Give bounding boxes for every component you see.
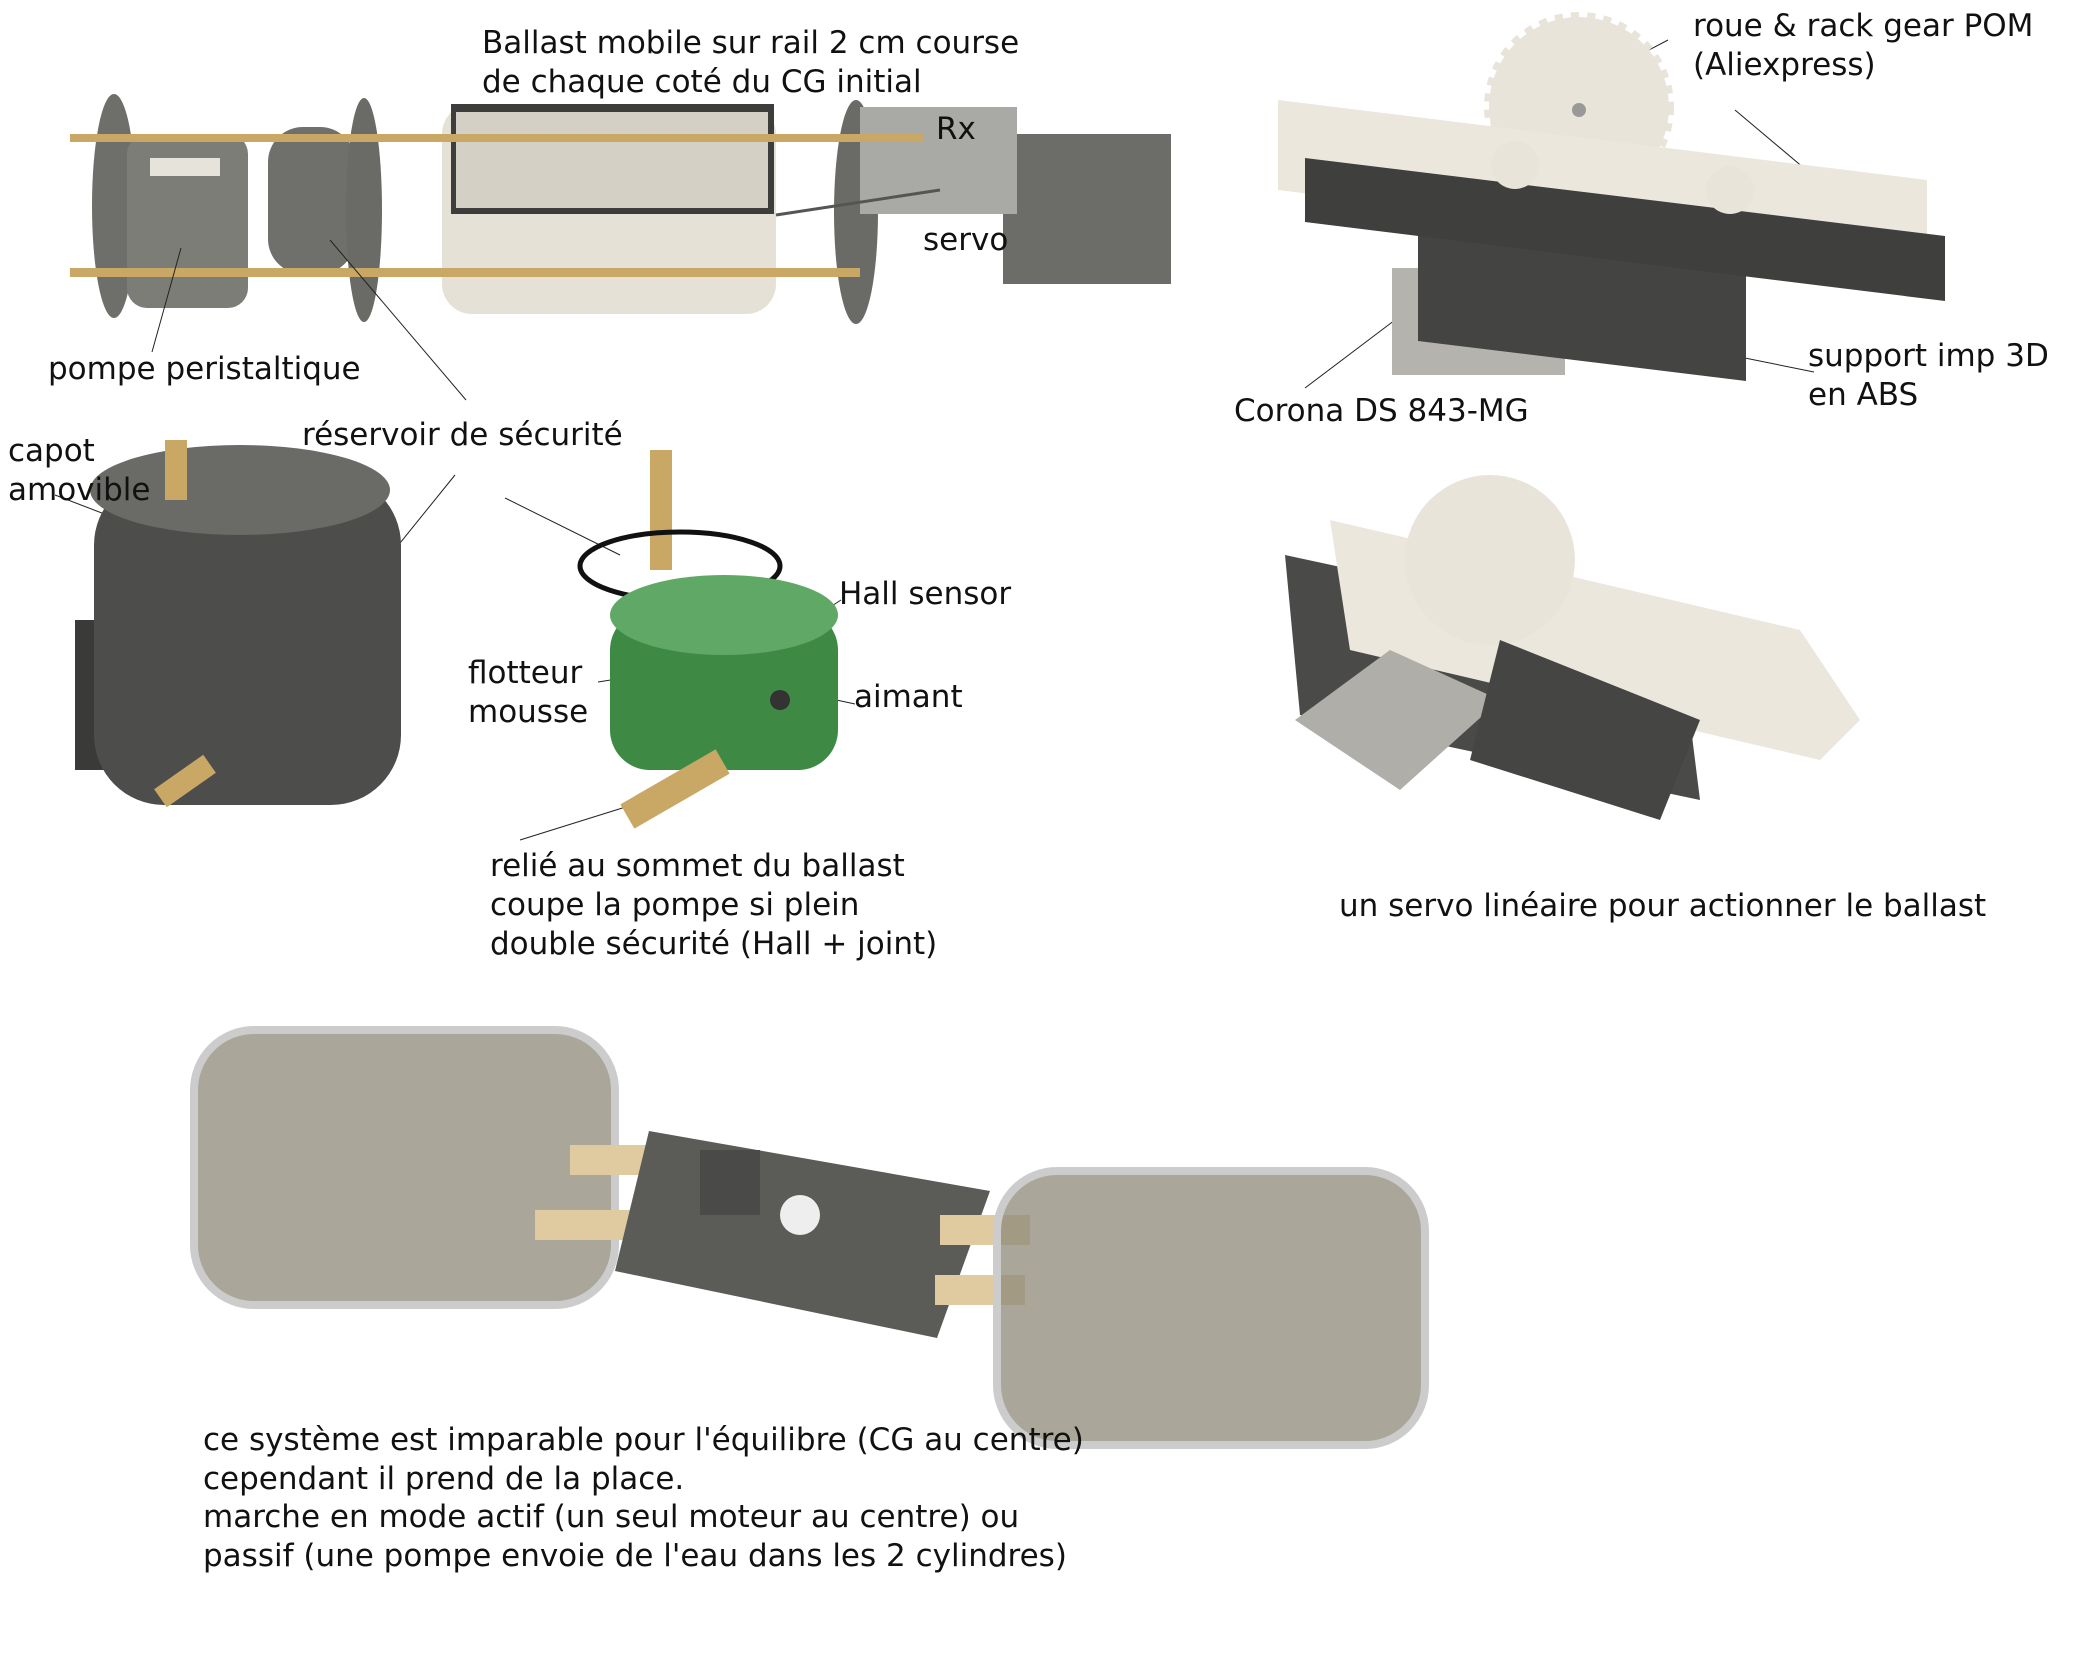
- gear: [1405, 475, 1575, 645]
- label-line: mousse: [468, 694, 589, 730]
- twin-cylinder-render: [190, 1026, 1429, 1449]
- label-reservoir: réservoir de sécurité: [302, 417, 623, 453]
- brass-rod-top: [70, 134, 923, 142]
- brass-rod-bottom: [70, 268, 860, 277]
- brass-fitting-top: [165, 440, 187, 500]
- label-servo-lineaire: un servo linéaire pour actionner le ball…: [1339, 888, 1987, 924]
- rack-support-bar: [1305, 158, 1945, 301]
- label-line: (Aliexpress): [1693, 47, 1876, 83]
- servo-block: [1295, 650, 1500, 790]
- label-line: coupe la pompe si plein: [490, 887, 860, 923]
- label-line: relié au sommet du ballast: [490, 848, 905, 884]
- label-line: flotteur: [468, 655, 583, 691]
- label-line: capot: [8, 433, 95, 469]
- brass-fitting-bottom: [154, 754, 216, 808]
- label-line: marche en mode actif (un seul moteur au …: [203, 1499, 1020, 1535]
- peristaltic-pump: [127, 134, 248, 308]
- label-systeme: ce système est imparable pour l'équilibr…: [203, 1421, 1084, 1575]
- left-cylinder: [190, 1026, 619, 1309]
- label-relie: relié au sommet du ballast coupe la pomp…: [490, 847, 937, 964]
- label-hall-sensor: Hall sensor: [839, 576, 1012, 612]
- safety-reservoir: [268, 127, 355, 274]
- magnet: [770, 690, 790, 710]
- ballast-frame: [451, 104, 774, 214]
- ballast-rail-assembly: [70, 94, 1171, 324]
- label-support: support imp 3D en ABS: [1808, 337, 2049, 415]
- reservoir-body: [94, 475, 401, 805]
- label-line: roue & rack gear POM: [1693, 8, 2034, 44]
- label-line: amovible: [8, 472, 151, 508]
- label-line: passif (une pompe envoie de l'eau dans l…: [203, 1537, 1067, 1574]
- label-corona: Corona DS 843-MG: [1234, 393, 1529, 429]
- label-line: en ABS: [1808, 377, 1919, 413]
- label-capot: capot amovible: [8, 432, 150, 510]
- right-cylinder: [993, 1167, 1429, 1449]
- float-render: [577, 450, 838, 829]
- rack-gear-render: [1278, 12, 1945, 381]
- label-line: ce système est imparable pour l'équilibr…: [203, 1422, 1084, 1458]
- label-roue-rack: roue & rack gear POM (Aliexpress): [1693, 7, 2033, 85]
- label-pompe: pompe peristaltique: [48, 351, 361, 387]
- label-line: de chaque coté du CG initial: [482, 64, 922, 100]
- bulkhead-disk-2: [346, 98, 382, 322]
- linear-servo-render: [1285, 475, 1860, 820]
- label-line: Ballast mobile sur rail 2 cm course: [482, 25, 1020, 61]
- label-line: double sécurité (Hall + joint): [490, 926, 938, 962]
- label-servo: servo: [923, 222, 1009, 258]
- rx-box: [860, 107, 1017, 214]
- label-flotteur: flotteur mousse: [468, 654, 588, 732]
- label-aimant: aimant: [854, 679, 963, 715]
- label-rx: Rx: [936, 111, 976, 147]
- label-line: cependant il prend de la place.: [203, 1460, 685, 1497]
- foam-float: [610, 610, 838, 770]
- label-line: support imp 3D: [1808, 338, 2049, 374]
- bulkhead-disk-1: [92, 94, 136, 318]
- servo-plate: [1003, 134, 1171, 284]
- abs-support: [1418, 230, 1746, 381]
- label-ballast-mobile: Ballast mobile sur rail 2 cm course de c…: [482, 24, 1019, 102]
- reservoir-render: [75, 440, 401, 808]
